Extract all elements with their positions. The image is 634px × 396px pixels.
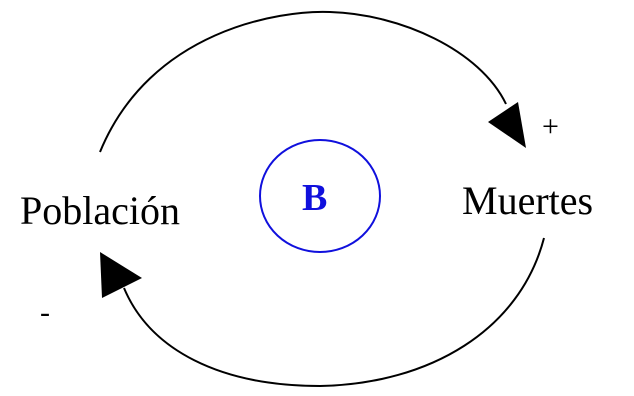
loop-circle (259, 139, 381, 253)
polarity-minus: - (40, 296, 50, 329)
node-muertes: Muertes (462, 178, 593, 223)
link-poblacion-to-muertes (99, 10, 507, 153)
link-muertes-to-poblacion (123, 237, 545, 388)
arrowhead-to-muertes (488, 102, 526, 148)
arrowhead-to-poblacion (100, 252, 142, 298)
node-poblacion: Población (20, 188, 180, 233)
polarity-plus: + (542, 110, 559, 143)
loop-label: B (302, 177, 327, 219)
